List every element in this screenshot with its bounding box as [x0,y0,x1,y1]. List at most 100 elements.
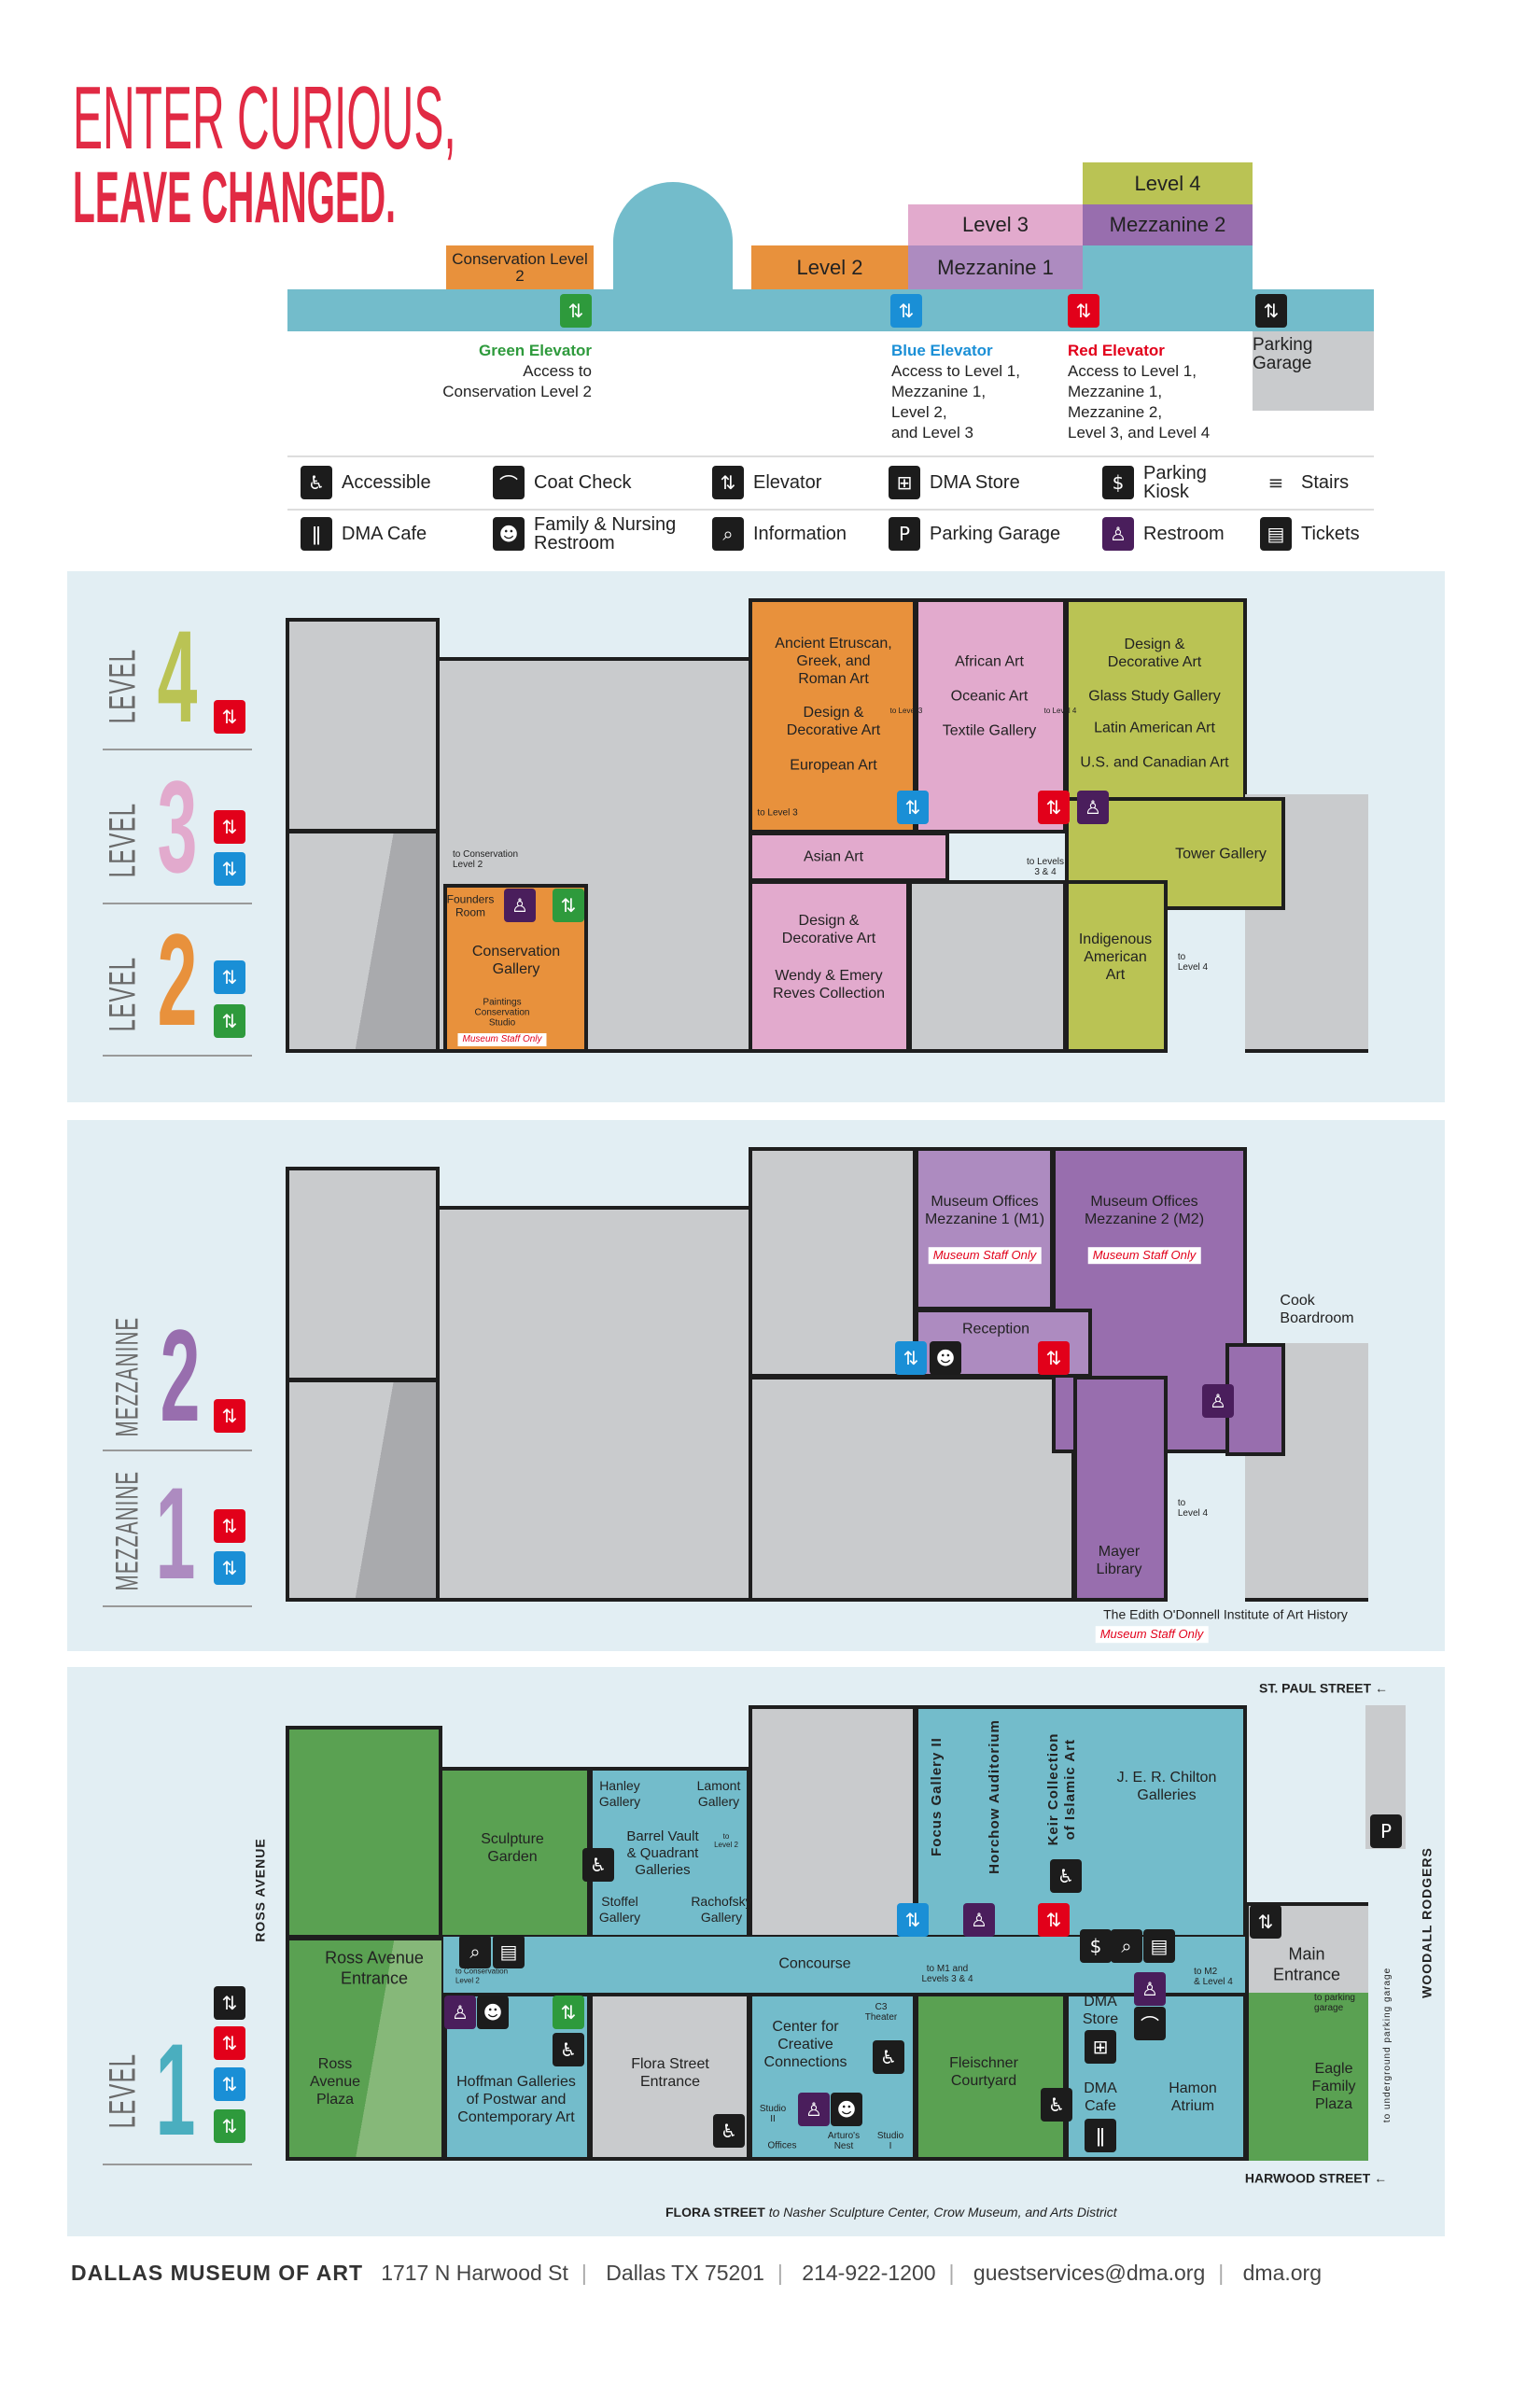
coat-check-icon: ⌒ [493,466,525,499]
family-restroom-icon: ☻ [930,1341,961,1375]
room-label: Conservation Gallery [471,943,561,977]
street-label: ST. PAUL STREET ← [1259,1680,1388,1696]
room-label: Keir Collection of Islamic Art [1045,1732,1078,1846]
east-galleries [915,1705,1247,1939]
accessible-icon: ♿ [582,1848,614,1882]
coat-check-icon: ⌒ [1134,2007,1166,2040]
family-restroom-icon: ☻ [477,1996,509,2029]
room-label: Glass Study Gallery [1088,688,1221,705]
room-label: Lamont Gallery [696,1778,741,1809]
room-label: Wendy & Emery Reves Collection [772,967,886,1001]
red-elevator-icon: ⇅ [1068,294,1099,328]
room-label: Sculpture Garden [481,1830,544,1865]
information-icon: ⌕ [459,1935,491,1968]
street-label: ROSS AVENUE [252,1838,268,1942]
family-restroom-icon: ☻ [831,2093,862,2126]
email-link[interactable]: guestservices@dma.org [973,2261,1206,2285]
gallery-room [749,1147,917,1378]
room-label: Asian Art [803,848,864,865]
room-label: Museum Offices Mezzanine 1 (M1) [924,1193,1045,1227]
parking-garage-icon: P [1370,1814,1402,1848]
stairs-icon: ≡ [1267,471,1284,494]
restroom-icon: ♙ [504,889,536,922]
staff-only-badge: Museum Staff Only [457,1033,547,1046]
room-label: Indigenous American Art [1078,931,1153,984]
legend-label: Coat Check [534,472,632,493]
restroom-icon: ♙ [1134,1972,1166,2006]
room-label: Design & Decorative Art [1107,636,1202,670]
phone[interactable]: 214-922-1200 [802,2261,936,2285]
accessible-icon: ♿ [713,2114,745,2148]
blue-elevator-desc: Access to Level 1, Mezzanine 1, Level 2,… [891,362,1020,442]
street-label: HARWOOD STREET ← [1244,2170,1388,2186]
restroom-icon: ♙ [1202,1384,1234,1418]
street-note: to underground parking garage [1382,1967,1393,2123]
room-olive-level4 [1065,598,1247,821]
website-link[interactable]: dma.org [1242,2261,1322,2285]
room-label: Ancient Etruscan, Greek, and Roman Art [775,636,892,688]
legend-item: $ Parking Kiosk [1102,464,1207,501]
room-label: Ross Avenue Entrance [325,1948,424,1987]
mezzanine-word: MEZZANINE [109,1470,146,1591]
legend-label: Information [753,524,847,544]
gallery-room [749,1376,1075,1602]
level-word: LEVEL [102,2052,144,2129]
elevator-icon: ⇅ [1250,1905,1281,1939]
parking-kiosk-icon: $ [1102,466,1134,499]
room-label: Studio I [876,2131,904,2151]
room-label: Arturo's Nest [827,2131,861,2151]
block-conservation-level2: Conservation Level 2 [446,245,594,289]
red-elevator-desc: Access to Level 1, Mezzanine 1, Mezzanin… [1068,362,1211,442]
room-label: Offices [767,2140,797,2151]
blue-elevator-icon: ⇅ [897,1903,929,1937]
restroom-icon: ♙ [444,1996,476,2029]
green-elevator-icon: ⇅ [214,1004,245,1038]
level-3-number: 3 [157,753,198,900]
room-label: U.S. and Canadian Art [1080,754,1229,771]
legend-item: ⇅Elevator [712,466,821,499]
room-label: Oceanic Art [950,688,1029,705]
room-label: J. E. R. Chilton Galleries [1116,1769,1217,1803]
legend-item: ♿Accessible [301,466,431,499]
gallery-room [436,1206,752,1602]
barrel-vault-galleries [589,1767,750,1939]
room-label: Design & Decorative Art [786,704,881,738]
red-elevator-icon: ⇅ [1038,1903,1070,1937]
legend-label: Elevator [753,472,822,493]
gallery-room [286,1379,444,1602]
mezzanine-word: MEZZANINE [109,1316,146,1437]
legend-item: ⊞DMA Store [889,466,1020,499]
cafe-icon: ǁ [1085,2119,1116,2152]
restroom-icon: ♙ [963,1903,995,1937]
level-2-number: 2 [157,906,198,1053]
mezzanine-1-number: 1 [155,1460,196,1606]
room-label: Main Entrance [1272,1944,1341,1983]
legend-item: ≡Stairs [1260,466,1350,499]
level-word: LEVEL [102,802,144,878]
room-label: Horchow Auditorium [987,1719,1002,1874]
blue-elevator-icon: ⇅ [214,960,245,994]
room-label: Barrel Vault & Quadrant Galleries [626,1828,699,1878]
sculpture-garden [439,1767,591,1939]
eagle-family-plaza [1245,1993,1368,2161]
stairs-note: to parking garage [1314,1993,1355,2013]
room-label: Focus Gallery II [929,1737,945,1856]
gallery-room [286,830,444,1053]
legend-label: Parking Garage [930,524,1061,544]
family-restroom-icon: ☻ [493,517,525,551]
red-elevator-icon: ⇅ [1038,791,1070,824]
blue-elevator-icon: ⇅ [890,294,922,328]
staff-only-badge: Museum Staff Only [928,1247,1042,1264]
level-4-number: 4 [157,603,198,749]
block-level3: Level 3 [908,204,1083,245]
green-elevator-desc: Access to Conservation Level 2 [442,362,592,401]
red-elevator-icon: ⇅ [214,700,245,734]
legend-label: DMA Cafe [342,524,427,544]
legend-label: Parking Kiosk [1143,463,1207,502]
stairs-note: to M2 & Level 4 [1194,1967,1233,1987]
accessible-icon: ♿ [873,2040,904,2074]
legend-item: ▤Tickets [1260,517,1360,551]
ground-bar [287,289,1374,331]
gallery-room [286,1167,440,1381]
